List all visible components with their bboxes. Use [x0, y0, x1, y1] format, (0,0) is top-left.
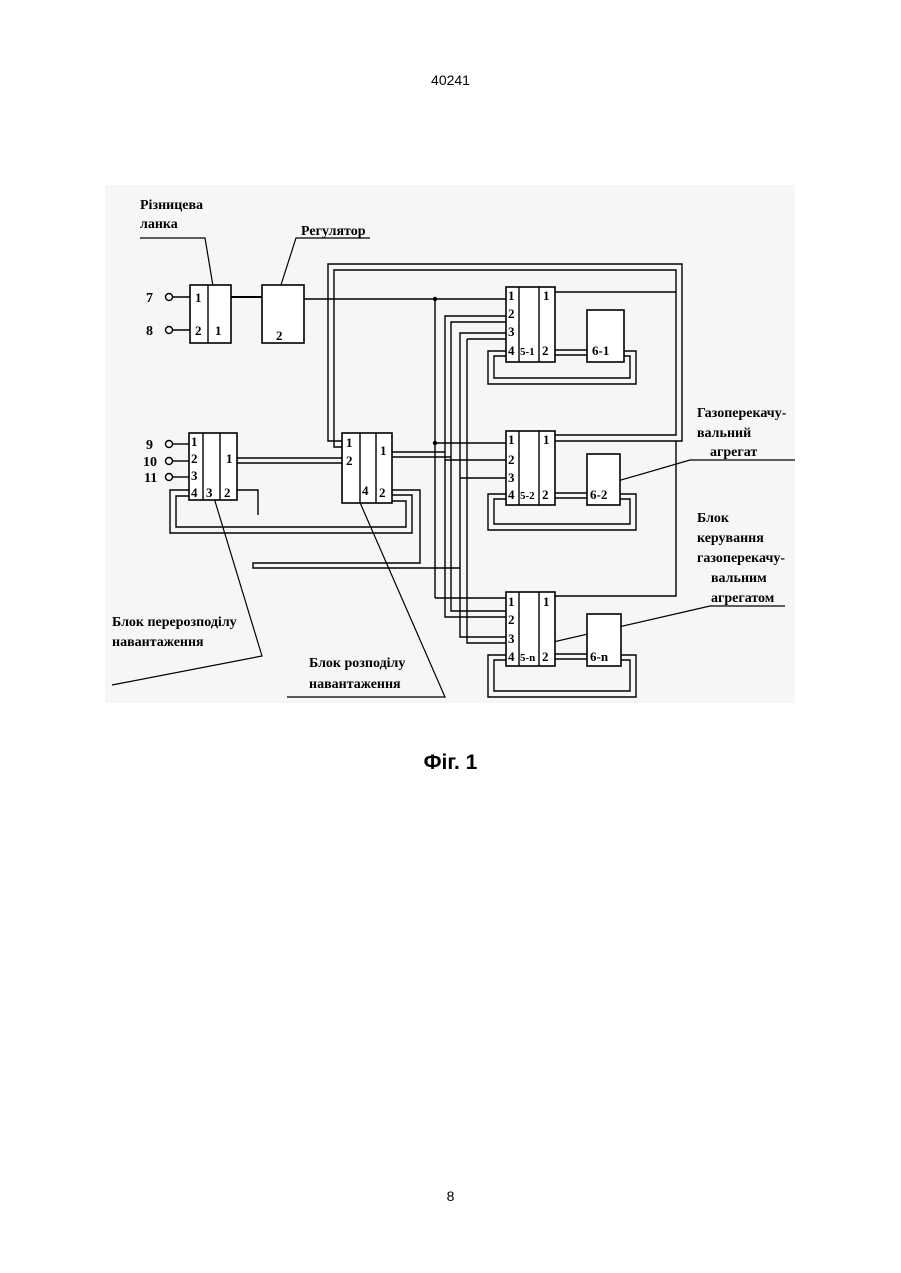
svg-text:2: 2 — [276, 328, 283, 343]
block-1-difference-link: 1 2 1 — [190, 285, 231, 343]
svg-text:1: 1 — [195, 290, 202, 305]
svg-text:3: 3 — [508, 470, 515, 485]
terminal-7-label: 7 — [146, 291, 153, 306]
svg-text:1: 1 — [508, 594, 515, 609]
svg-text:2: 2 — [542, 649, 549, 664]
svg-text:5-n: 5-n — [520, 652, 535, 664]
block-6-2-gas-pumping-unit: 6-2 — [587, 454, 620, 505]
svg-text:2: 2 — [508, 612, 515, 627]
block-3-redistribution: 1 2 3 4 3 1 2 — [189, 433, 237, 500]
label-control-block-5: агрегатом — [711, 591, 775, 606]
block-5-2-control: 1 2 3 4 5-2 1 2 — [506, 431, 555, 505]
terminal-11-label: 11 — [144, 471, 157, 486]
block-5-1-control: 1 2 3 4 5-1 1 2 — [506, 287, 555, 362]
terminal-7-circle — [166, 294, 173, 301]
svg-text:1: 1 — [380, 443, 387, 458]
svg-text:4: 4 — [508, 343, 515, 358]
svg-text:1: 1 — [508, 288, 515, 303]
svg-text:1: 1 — [543, 432, 550, 447]
label-control-block-1: Блок — [697, 511, 730, 526]
label-control-block-2: керування — [697, 531, 764, 546]
terminal-labels: 7 8 9 10 11 — [143, 291, 157, 486]
svg-text:1: 1 — [508, 432, 515, 447]
svg-text:1: 1 — [543, 594, 550, 609]
svg-text:4: 4 — [191, 485, 198, 500]
block-6-n-gas-pumping-unit: 6-n — [587, 614, 621, 666]
svg-text:2: 2 — [542, 343, 549, 358]
svg-text:2: 2 — [542, 487, 549, 502]
svg-text:5-1: 5-1 — [520, 346, 535, 358]
svg-text:3: 3 — [508, 631, 515, 646]
page-number-footer: 8 — [0, 1188, 901, 1204]
label-distribution-2: навантаження — [309, 677, 401, 692]
svg-text:2: 2 — [379, 485, 386, 500]
svg-text:4: 4 — [362, 483, 369, 498]
svg-text:2: 2 — [508, 306, 515, 321]
terminal-10-label: 10 — [143, 455, 157, 470]
terminal-8-circle — [166, 327, 173, 334]
svg-text:6-n: 6-n — [590, 649, 609, 664]
svg-text:2: 2 — [346, 453, 353, 468]
label-control-block-4: вальним — [711, 571, 767, 586]
svg-text:3: 3 — [508, 324, 515, 339]
svg-text:6-1: 6-1 — [592, 343, 609, 358]
block-6-1-gas-pumping-unit: 6-1 — [587, 310, 624, 362]
svg-text:1: 1 — [191, 434, 198, 449]
svg-text:3: 3 — [206, 485, 213, 500]
label-regulator: Регулятор — [301, 224, 366, 239]
svg-text:1: 1 — [215, 323, 222, 338]
block-5-n-control: 1 2 3 4 5-n 1 2 — [506, 592, 555, 666]
label-difference-link-1: Різницева — [140, 198, 203, 213]
svg-text:6-2: 6-2 — [590, 487, 607, 502]
label-redistribution-1: Блок перерозподілу — [112, 615, 237, 630]
svg-text:1: 1 — [543, 288, 550, 303]
label-difference-link-2: ланка — [140, 217, 178, 232]
figure-caption: Фіг. 1 — [0, 751, 901, 775]
label-gas-unit-3: агрегат — [710, 445, 757, 460]
svg-text:2: 2 — [508, 452, 515, 467]
terminal-9-label: 9 — [146, 438, 153, 453]
svg-text:4: 4 — [508, 487, 515, 502]
label-gas-unit-2: вальний — [697, 426, 751, 441]
label-control-block-3: газоперекачу- — [697, 551, 785, 566]
svg-text:2: 2 — [195, 323, 202, 338]
svg-text:5-2: 5-2 — [520, 490, 535, 502]
svg-text:1: 1 — [226, 451, 233, 466]
svg-text:2: 2 — [224, 485, 231, 500]
svg-text:3: 3 — [191, 468, 198, 483]
svg-text:4: 4 — [508, 649, 515, 664]
terminal-8-label: 8 — [146, 324, 153, 339]
svg-text:1: 1 — [346, 435, 353, 450]
block-2-regulator: 2 — [262, 285, 304, 343]
svg-text:2: 2 — [191, 451, 198, 466]
label-distribution-1: Блок розподілу — [309, 656, 405, 671]
block-4-distribution: 1 2 4 1 2 — [342, 433, 392, 503]
label-redistribution-2: навантаження — [112, 635, 204, 650]
label-gas-unit-1: Газоперекачу- — [697, 406, 787, 421]
